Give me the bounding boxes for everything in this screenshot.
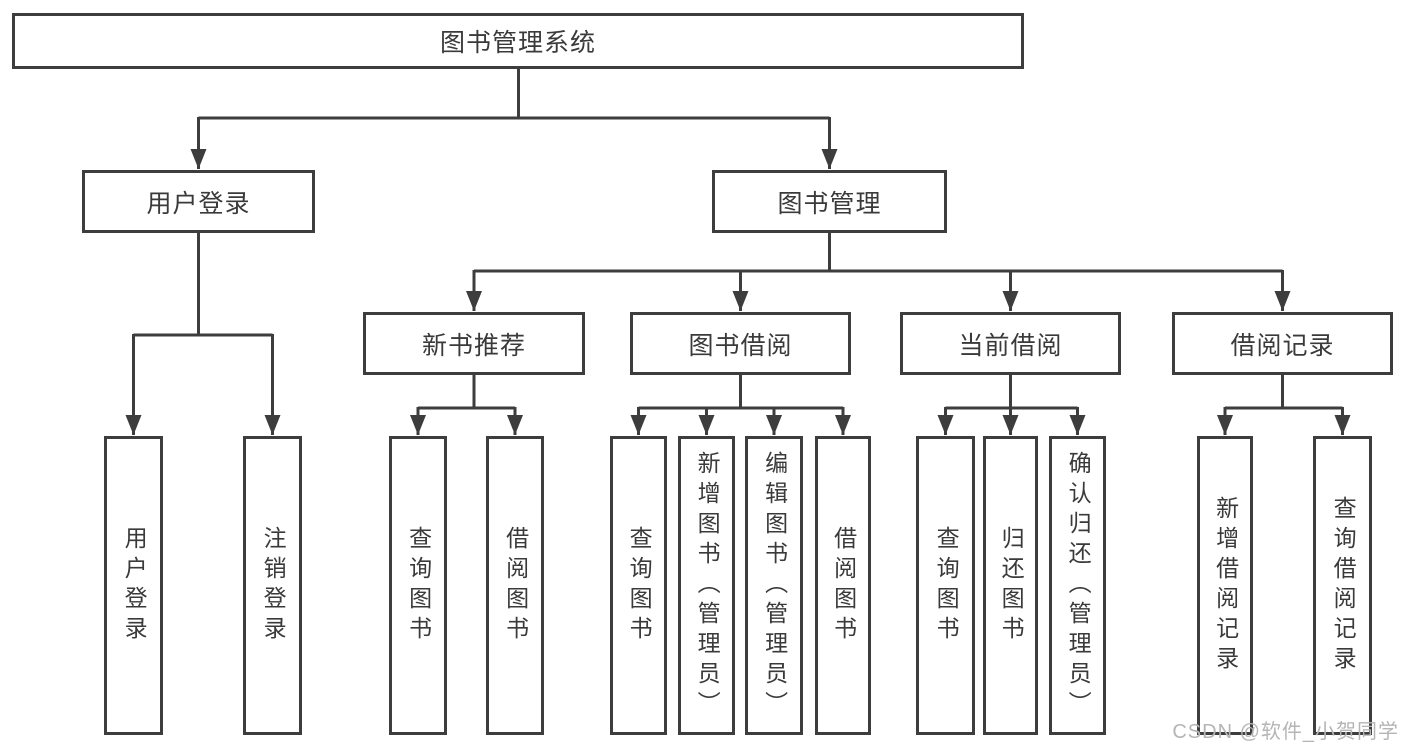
leaf-return-book: 归还图书 (983, 436, 1038, 735)
leaf-query-borrow-record: 查询借阅记录 (1313, 436, 1372, 735)
leaf-query-books-recommend: 查询图书 (389, 436, 447, 735)
node-current-borrow: 当前借阅 (900, 312, 1121, 375)
csdn-watermark: CSDN @软件_小贺同学 (1172, 721, 1399, 743)
node-root-system: 图书管理系统 (12, 13, 1024, 69)
leaf-add-borrow-record: 新增借阅记录 (1197, 436, 1253, 735)
node-book-management: 图书管理 (712, 170, 947, 233)
node-user-login: 用户登录 (82, 170, 315, 233)
leaf-add-book-admin: 新增图书（管理员） (678, 436, 735, 735)
leaf-edit-book-admin: 编辑图书（管理员） (745, 436, 803, 735)
leaf-query-books-borrow: 查询图书 (610, 436, 667, 735)
leaf-user-login: 用户登录 (104, 436, 163, 735)
node-new-book-recommend: 新书推荐 (363, 312, 585, 375)
leaf-logout: 注销登录 (243, 436, 302, 735)
leaf-confirm-return-admin: 确认归还（管理员） (1049, 436, 1106, 735)
leaf-borrow-books: 借阅图书 (815, 436, 871, 735)
node-book-borrow: 图书借阅 (630, 312, 851, 375)
node-borrow-records: 借阅记录 (1172, 312, 1393, 375)
leaf-query-books-current: 查询图书 (916, 436, 975, 735)
leaf-borrow-books-recommend: 借阅图书 (486, 436, 544, 735)
